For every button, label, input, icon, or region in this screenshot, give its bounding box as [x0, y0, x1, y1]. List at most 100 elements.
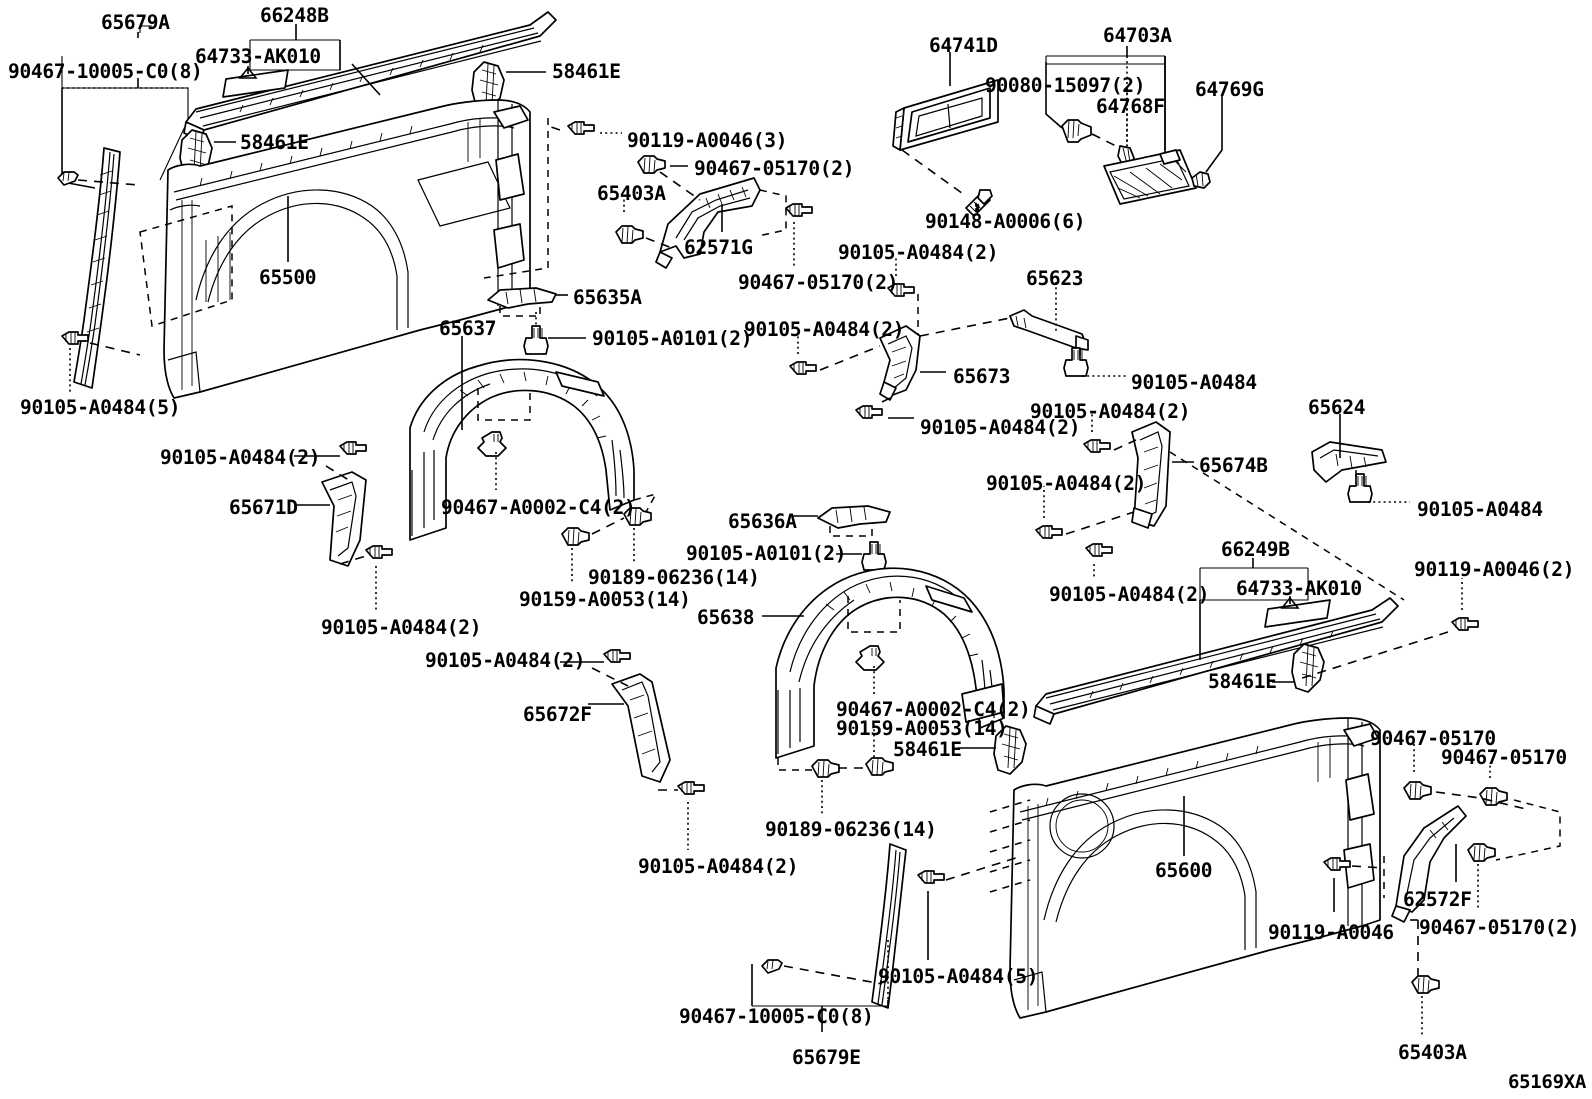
part-64741D-lid — [892, 79, 999, 151]
part-label-90467-05170-2-b: 90467-05170(2) — [738, 271, 899, 294]
bolt-90189-06236-14-a — [623, 507, 652, 526]
bolt-90105-A0484-2-j — [1085, 543, 1113, 557]
part-62572F-bracket — [1391, 805, 1467, 923]
part-label-90080-15097-2: 90080-15097(2) — [985, 74, 1146, 97]
bolt-90159-A0053-14-a — [561, 527, 590, 546]
part-65623-rod — [1009, 309, 1089, 351]
bolt-90105-A0484-a — [1063, 347, 1089, 377]
bolt-90105-A0484-2-g — [1083, 439, 1111, 453]
bolt-90105-A0101-2-a — [523, 325, 549, 355]
part-label-64733-AK010-top: 64733-AK010 — [195, 45, 321, 68]
part-label-64741D: 64741D — [929, 34, 998, 57]
part-58461E-d — [1291, 643, 1325, 693]
part-64703A-cover — [1103, 149, 1197, 205]
part-label-90105-A0484-2-e: 90105-A0484(2) — [838, 241, 999, 264]
part-65624-bracket — [1311, 441, 1387, 483]
part-58461E-c — [993, 725, 1027, 775]
leader-90080-15097-2 — [1045, 100, 1063, 129]
bolt-65403A-bottom — [1411, 975, 1440, 994]
part-label-90189-06236-14-a: 90189-06236(14) — [588, 566, 760, 589]
bolt-90467-05170-2-b — [785, 203, 813, 217]
part-label-65671D: 65671D — [229, 496, 298, 519]
part-label-64768F: 64768F — [1096, 95, 1165, 118]
bolt-90467-05170-c — [1403, 781, 1432, 800]
part-label-90159-A0053-14-a: 90159-A0053(14) — [519, 588, 691, 611]
part-label-58461E-a: 58461E — [552, 60, 621, 83]
tag-64733-AK010-bottom — [1264, 596, 1331, 628]
part-label-58461E-d: 58461E — [1208, 670, 1277, 693]
leader-dash-bolt-left — [89, 342, 141, 356]
part-label-90189-06236-14-b: 90189-06236(14) — [765, 818, 937, 841]
part-label-65624: 65624 — [1308, 396, 1366, 419]
bolt-90105-A0484-2-b — [365, 545, 393, 559]
leader-64769G — [1205, 94, 1223, 173]
tag-64733-AK010-top — [222, 66, 289, 98]
part-label-90467-05170-2-a: 90467-05170(2) — [694, 157, 855, 180]
part-65679A-weatherstrip — [73, 147, 121, 389]
part-label-90105-A0484-a: 90105-A0484 — [1131, 371, 1257, 394]
part-label-65635A: 65635A — [573, 286, 642, 309]
part-label-90105-A0484-5-bottom: 90105-A0484(5) — [878, 965, 1039, 988]
bolt-90105-A0484-2-a — [339, 441, 367, 455]
bolt-90080-15097-2 — [1061, 119, 1092, 143]
part-label-65672F: 65672F — [523, 703, 592, 726]
part-label-65500: 65500 — [259, 266, 317, 289]
bracket-65679A-group — [61, 25, 189, 189]
part-label-90105-A0484-2-g: 90105-A0484(2) — [1030, 400, 1191, 423]
part-label-65636A: 65636A — [728, 510, 797, 533]
screw-90467-A0002-C4-2-a — [477, 431, 507, 457]
part-65638-fender-liner — [775, 567, 1005, 759]
part-label-90105-A0101-2-a: 90105-A0101(2) — [592, 327, 753, 350]
leader-66248B — [249, 24, 381, 96]
part-label-90105-A0484-5-left: 90105-A0484(5) — [20, 396, 181, 419]
leader-dash-65679A-clip — [77, 179, 139, 186]
part-label-90467-05170-d: 90467-05170 — [1441, 746, 1567, 769]
part-label-65679A: 65679A — [101, 11, 170, 34]
part-label-90467-05170-c: 90467-05170 — [1370, 727, 1496, 750]
part-65635A-bracket — [487, 287, 557, 309]
part-65672F-bracket — [611, 673, 671, 783]
part-65679E-weatherstrip — [871, 843, 907, 1009]
bolt-90467-05170-d — [1479, 787, 1508, 806]
bolt-90105-A0484-2-f — [789, 361, 817, 375]
bolt-90105-A0484-2-h — [855, 405, 883, 419]
part-64769G-clip — [1191, 171, 1211, 189]
bolt-90467-05170-2-e — [1467, 843, 1496, 862]
dash-65500-right — [483, 118, 549, 279]
bolt-65403A-top — [615, 225, 644, 244]
part-label-90105-A0484-2-c: 90105-A0484(2) — [425, 649, 586, 672]
bolt-90189-06236-14-b — [811, 759, 840, 778]
part-label-90119-A0046-3: 90119-A0046(3) — [627, 129, 788, 152]
leader-65679E-group — [751, 940, 889, 1032]
part-label-90159-A0053-14-b: 90159-A0053(14) — [836, 717, 1008, 740]
part-62571G-bracket — [655, 177, 761, 269]
part-label-66248B: 66248B — [260, 4, 329, 27]
part-label-65403A-top: 65403A — [597, 182, 666, 205]
part-label-90105-A0484-b: 90105-A0484 — [1417, 498, 1543, 521]
part-label-65673: 65673 — [953, 365, 1011, 388]
part-label-90105-A0101-2-b: 90105-A0101(2) — [686, 542, 847, 565]
part-label-65637: 65637 — [439, 317, 497, 340]
clip-90467-10005-C0-top — [57, 171, 79, 186]
bolt-90119-A0046-3 — [567, 121, 595, 135]
part-65674B-bracket — [1131, 421, 1171, 529]
part-65671D-bracket — [321, 471, 367, 567]
part-label-64703A: 64703A — [1103, 24, 1172, 47]
diagram-id: 65169XA — [1508, 1071, 1586, 1093]
part-label-90105-A0484-2-i: 90105-A0484(2) — [986, 472, 1147, 495]
part-65637-fender-liner — [409, 358, 635, 541]
part-label-66249B: 66249B — [1221, 538, 1290, 561]
part-label-65638: 65638 — [697, 606, 755, 629]
bolt-90105-A0484-5-bottom — [917, 870, 945, 884]
part-label-90105-A0484-2-h: 90105-A0484(2) — [920, 416, 1081, 439]
part-label-90105-A0484-2-b: 90105-A0484(2) — [321, 616, 482, 639]
part-65500-quarter-panel — [139, 99, 531, 399]
part-label-58461E-b: 58461E — [240, 131, 309, 154]
part-label-90119-A0046: 90119-A0046 — [1268, 921, 1394, 944]
part-65636A-bracket — [817, 505, 891, 529]
part-label-62571G: 62571G — [684, 236, 753, 259]
part-label-90148-A0006-6: 90148-A0006(6) — [925, 210, 1086, 233]
bolt-90105-A0101-2-b — [861, 541, 887, 571]
